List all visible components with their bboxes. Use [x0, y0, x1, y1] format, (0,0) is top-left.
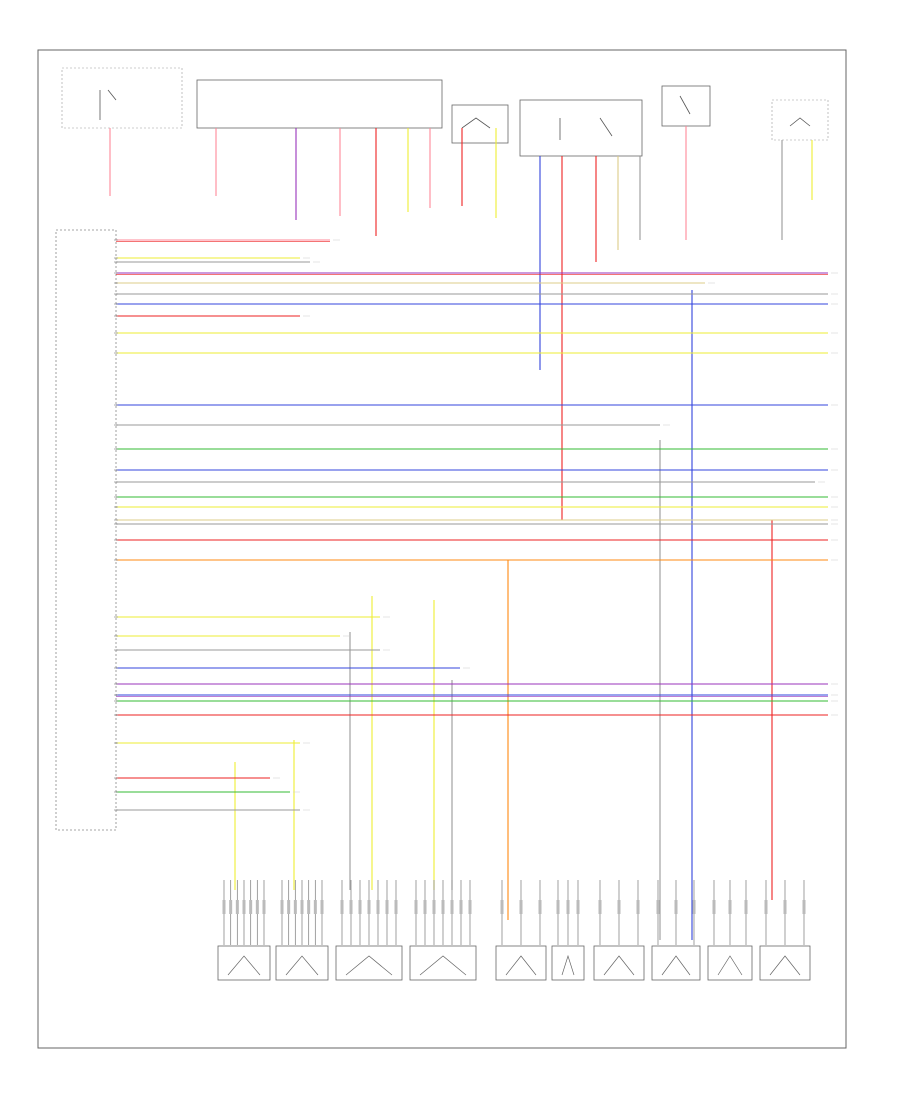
harness-wire: [114, 239, 340, 242]
top-relay-b: [519, 99, 643, 157]
bottom-unit-4: [409, 880, 477, 981]
top-left-module: [61, 67, 183, 129]
bottom-unit-2: [275, 880, 329, 981]
bottom-unit-5: [495, 880, 547, 981]
bottom-unit-8: [651, 880, 701, 981]
bottom-unit-3: [335, 880, 403, 981]
harness-wire: [114, 694, 838, 697]
top-center-module: [196, 79, 443, 129]
top-relay-a: [451, 104, 509, 144]
top-relay-c: [661, 85, 711, 127]
bottom-unit-10: [759, 880, 811, 981]
bottom-unit-6: [551, 880, 585, 981]
top-right-module: [771, 99, 829, 141]
diagram-frame: [37, 49, 847, 1049]
harness-wire: [114, 272, 838, 275]
bottom-unit-1: [217, 880, 271, 981]
bottom-unit-9: [707, 880, 753, 981]
bottom-unit-7: [593, 880, 645, 981]
vertical-wires: [109, 126, 813, 940]
left-main-module: [55, 229, 117, 831]
horizontal-wires: [114, 239, 838, 811]
bottom-components: [217, 880, 811, 981]
